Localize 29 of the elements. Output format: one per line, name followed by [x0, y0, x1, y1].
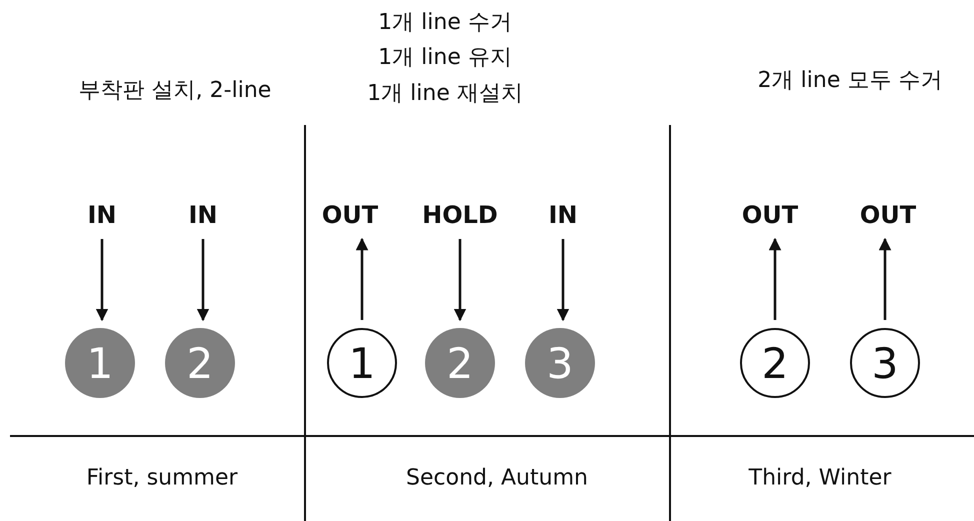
action-label: HOLD [422, 201, 498, 229]
action-label: OUT [742, 201, 798, 229]
numbered-circle: 2 [165, 328, 235, 398]
arrow [356, 238, 368, 320]
arrow [96, 239, 108, 322]
caption-text: 1개 line 재설치 [367, 80, 523, 108]
numbered-circle: 2 [740, 328, 810, 398]
caption-text: 1개 line 수거 [378, 9, 512, 37]
arrow [768, 238, 782, 320]
numbered-circle: 2 [425, 328, 495, 398]
action-label: IN [88, 201, 116, 229]
numbered-circle: 1 [65, 328, 135, 398]
arrow [454, 239, 466, 322]
numbered-circle: 3 [850, 328, 920, 398]
arrow [878, 238, 892, 320]
caption-text: 1개 line 유지 [378, 44, 512, 72]
arrow [556, 239, 570, 322]
caption-text: Second, Autumn [406, 466, 588, 490]
action-label: OUT [322, 201, 378, 229]
numbered-circle: 3 [525, 328, 595, 398]
caption-text: 2개 line 모두 수거 [758, 67, 942, 95]
numbered-circle: 1 [327, 328, 397, 398]
arrow [196, 239, 210, 322]
caption-text: 부착판 설치, 2-line [78, 77, 272, 105]
action-label: IN [548, 201, 578, 229]
action-label: IN [188, 201, 218, 229]
caption-text: First, summer [86, 466, 238, 490]
action-label: OUT [860, 201, 916, 229]
caption-text: Third, Winter [748, 466, 892, 490]
